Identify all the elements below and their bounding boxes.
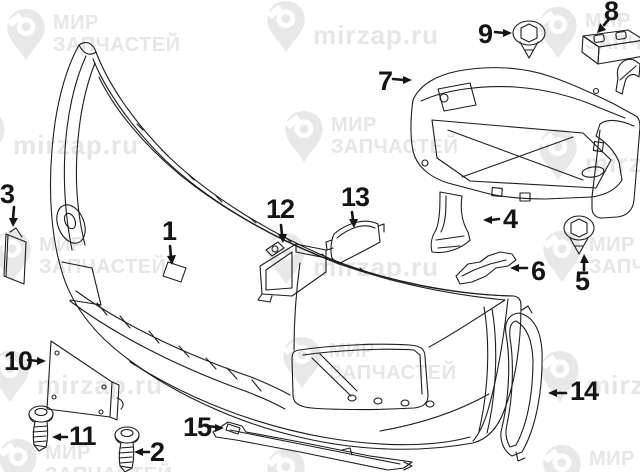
callout-13-label: 13 xyxy=(341,182,370,212)
part-7-carrier-drawing xyxy=(410,58,640,219)
callout-12-label: 12 xyxy=(266,194,295,224)
watermark-site: mirzap.ru xyxy=(266,448,439,472)
watermark-site: mirzap.ru xyxy=(0,350,163,403)
callout-arrows xyxy=(9,17,611,456)
part-9-clip-fastener-drawing xyxy=(512,20,546,59)
watermark-site: mirzap.ru xyxy=(266,232,439,285)
watermark-site: mirzap.ru xyxy=(540,350,640,403)
part-12-air-duct-drawing xyxy=(257,241,327,303)
part-10-license-plate-filler-drawing xyxy=(46,340,124,421)
callout-8-label: 8 xyxy=(604,0,619,26)
part-6-bracket-strip-drawing xyxy=(455,251,517,285)
part-8-bracket-drawing xyxy=(581,29,640,65)
watermark-site: mirzap.ru xyxy=(0,110,139,163)
part-13-curved-bracket-drawing xyxy=(325,220,385,265)
callout-3-label: 3 xyxy=(0,179,15,209)
part-4-guide-bracket-drawing xyxy=(430,191,471,254)
callout-14-label: 14 xyxy=(570,376,599,406)
callout-11-label: 11 xyxy=(69,421,97,451)
callout-9-label: 9 xyxy=(478,19,493,49)
part-11-screw-drawing xyxy=(28,405,54,452)
callout-10-label: 10 xyxy=(4,346,33,376)
callout-2-label: 2 xyxy=(150,437,165,467)
callout-15-label: 15 xyxy=(183,412,212,442)
watermark-site: mirzap.ru xyxy=(538,128,640,181)
part-5-clip-fastener-drawing xyxy=(563,215,595,255)
callout-7-label: 7 xyxy=(378,66,393,96)
callout-1-label: 1 xyxy=(162,216,177,246)
callout-5-label: 5 xyxy=(575,266,590,296)
callout-6-label: 6 xyxy=(531,256,546,286)
callout-4-label: 4 xyxy=(503,204,518,234)
part-15-lower-strip-drawing xyxy=(212,421,413,471)
part-2-screw-drawing xyxy=(114,426,140,472)
watermark-site: mirzap.ru xyxy=(266,0,439,53)
part-14-arch-trim-drawing xyxy=(500,305,543,462)
part-1-bumper-cover-drawing xyxy=(49,42,522,450)
part-3-side-plate-drawing xyxy=(3,227,27,285)
